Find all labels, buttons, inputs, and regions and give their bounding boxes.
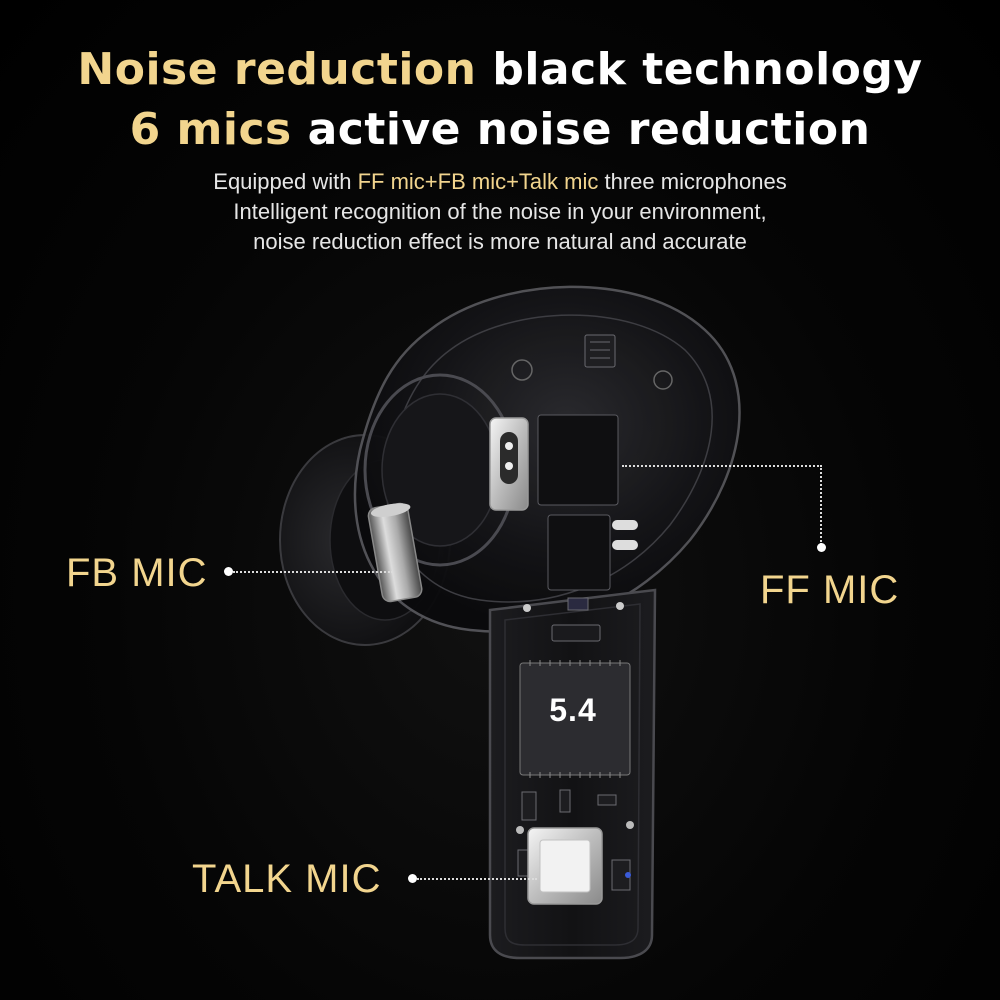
subtitle-line-1-pre: Equipped with — [213, 169, 358, 194]
talk-mic-dot — [408, 874, 417, 883]
subtitle-line-1: Equipped with FF mic+FB mic+Talk mic thr… — [0, 167, 1000, 197]
subtitle-line-2: Intelligent recognition of the noise in … — [233, 199, 767, 224]
headline-line-1-highlight: Noise reduction — [77, 44, 477, 95]
ff-mic-dot — [817, 543, 826, 552]
fb-mic-dot — [224, 567, 233, 576]
fb-mic-component — [367, 502, 423, 603]
ff-mic-leader-vertical — [820, 465, 822, 545]
ff-mic-component — [489, 417, 529, 511]
talk-mic-leader — [417, 878, 537, 880]
ff-mic-leader-horizontal — [622, 465, 822, 467]
talk-mic-component — [527, 827, 603, 905]
bluetooth-version-label: 5.4 — [549, 692, 597, 728]
subtitle-line-3: noise reduction effect is more natural a… — [253, 229, 747, 254]
headline-line-1: Noise reduction black technology — [0, 44, 1000, 96]
circuit-board — [516, 334, 638, 891]
headline-line-2-highlight: 6 mics — [129, 104, 292, 155]
fb-mic-label: FB MIC — [66, 551, 208, 595]
subtitle-line-1-post: three microphones — [598, 169, 787, 194]
fb-mic-leader — [233, 571, 393, 573]
headline-line-2-text: active noise reduction — [307, 104, 871, 155]
headline-line-1-text: black technology — [492, 44, 923, 95]
headline-line-2: 6 mics active noise reduction — [0, 104, 1000, 156]
ff-mic-label: FF MIC — [760, 568, 900, 612]
talk-mic-label: TALK MIC — [192, 857, 382, 901]
subtitle-line-1-highlight: FF mic+FB mic+Talk mic — [357, 169, 599, 194]
